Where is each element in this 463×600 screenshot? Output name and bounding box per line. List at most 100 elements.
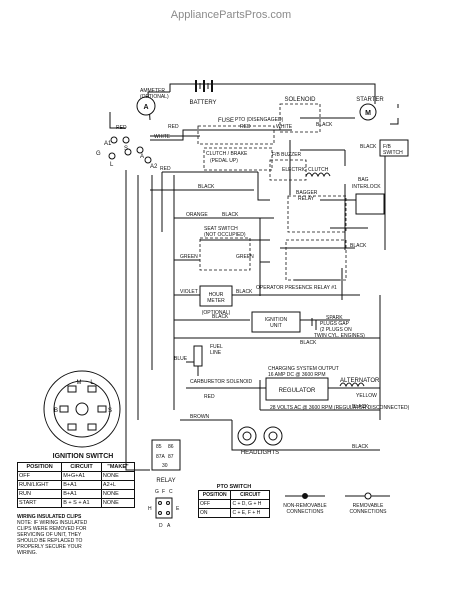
ign-table-header-1: CIRCUIT: [61, 462, 102, 472]
table-row: START B + S + A1 NONE: [16, 498, 136, 508]
label-unit: UNIT: [270, 323, 282, 329]
table-cell: RUN: [16, 489, 63, 499]
fuel-solenoid-icon: [193, 345, 203, 376]
label-volts-note: 28 VOLTS AC @ 3600 RPM (REGULATOR DISCON…: [270, 405, 410, 411]
relay-icon: [151, 439, 181, 471]
label-clutch-brake-sub: (PEDAL UP): [210, 158, 238, 164]
starter-motor-icon: [359, 103, 377, 121]
table-cell: C + E, F + H: [230, 508, 270, 518]
label-charging-note-2: 16 AMP DC @ 3600 RPM: [268, 372, 326, 378]
wire-black-5: BLACK: [350, 243, 367, 249]
wire-blue-1: BLUE: [174, 356, 188, 362]
label-bag: BAG: [358, 177, 369, 183]
label-meter: METER: [207, 298, 225, 304]
legend-non-removable: NON-REMOVABLE: [283, 503, 327, 509]
wire-black-6: BLACK: [236, 289, 253, 295]
electric-clutch-icon: [305, 172, 331, 178]
pto-term-h: H: [148, 506, 152, 512]
pto-table-header-1: CIRCUIT: [230, 490, 270, 500]
wiring-note-line: CLIPS WERE REMOVED FOR: [17, 526, 87, 532]
pto-term-e: E: [176, 506, 180, 512]
operator-relay-box: [285, 239, 347, 281]
label-fuse: FUSE: [218, 118, 234, 124]
fb-switch-box: [379, 139, 409, 157]
table-cell: OFF: [16, 471, 63, 481]
label-line: LINE: [210, 350, 222, 356]
legend-symbols: [285, 492, 390, 500]
wiring-note: WIRING INSULATED CLIPS NOTE: IF WIRING I…: [17, 514, 147, 556]
pto-term-c: C: [169, 489, 173, 495]
relay-label: RELAY: [156, 478, 175, 484]
wire-orange-1: ORANGE: [186, 212, 208, 218]
label-battery: BATTERY: [189, 100, 216, 106]
ignition-unit-box: [251, 311, 301, 333]
bag-interlock-box: [355, 193, 385, 215]
wire-red-3: RED: [240, 124, 251, 130]
table-row: RUN B+A1 NONE: [16, 489, 136, 499]
label-operator-relay: OPERATOR PRESENCE RELAY #1: [256, 285, 337, 291]
pto-term-d: D: [159, 523, 163, 529]
wiring-note-line: SERVICING OF UNIT, THEY: [17, 532, 82, 538]
label-hour-optional: (OPTIONAL): [202, 310, 231, 316]
label-seat-switch: SEAT SWITCH: [204, 226, 238, 232]
wire-red-4: RED: [160, 166, 171, 172]
label-ammeter-optional: (OPTIONAL): [140, 94, 169, 100]
table-row: RUN/LIGHT B+A1 A2+L: [16, 480, 136, 490]
label-headlights: HEADLIGHTS: [241, 450, 279, 456]
term-l: L: [110, 162, 114, 168]
label-twin-cyl: TWIN CYL. ENGINES): [314, 333, 365, 339]
wiring-note-title: WIRING INSULATED CLIPS: [17, 514, 82, 520]
wire-green-2: GREEN: [236, 254, 254, 260]
label-fb-switch: F/B: [383, 144, 391, 150]
label-plugs-gap: PLUGS GAP: [320, 321, 350, 327]
legend-removable: REMOVABLE: [353, 503, 384, 509]
label-bagger: BAGGER: [296, 190, 318, 196]
table-cell: NONE: [100, 489, 136, 499]
label-ignition-switch: IGNITION SWITCH: [53, 453, 114, 460]
pto-table-header-0: POSITION: [197, 490, 232, 500]
ignition-switch-icon: [43, 370, 121, 448]
label-seat-switch-2: (NOT OCCUPIED): [204, 232, 246, 238]
table-cell: M+G+A1: [61, 471, 102, 481]
label-relay: RELAY: [298, 196, 315, 202]
relay-term-86: 86: [168, 444, 174, 450]
pto-switch-box: [197, 125, 275, 145]
ign-term-b: B: [54, 408, 58, 414]
wire-red-2: RED: [168, 124, 179, 130]
pto-term-a: A: [167, 523, 171, 529]
wiring-note-line: SHOULD BE REPLACED TO: [17, 538, 83, 544]
hour-meter-box: [199, 285, 233, 307]
ign-table-header-0: POSITION: [16, 462, 63, 472]
term-g: G: [96, 151, 101, 157]
ammeter-icon: [136, 96, 156, 116]
table-row: OFF C + D, G + H: [197, 499, 270, 509]
buzzer-box: [269, 159, 307, 181]
label-pto: PTO (DISENGAGED): [235, 117, 284, 123]
pto-table-title: PTO SWITCH: [216, 484, 252, 490]
table-cell: ON: [197, 508, 232, 518]
wiring-note-line: WIRING.: [17, 550, 37, 556]
wiring-note-line: NOTE: IF WIRING INSULATED: [17, 520, 88, 526]
label-spark: SPARK: [326, 315, 343, 321]
battery-icon: [195, 80, 213, 92]
wire-green-1: GREEN: [180, 254, 198, 260]
regulator-box: [265, 377, 329, 401]
ignition-switch-connector: [108, 136, 152, 164]
wire-white-2: WHITE: [276, 124, 293, 130]
bagger-relay-box: [287, 195, 347, 233]
table-cell: B+A1: [61, 489, 102, 499]
solenoid-box: [279, 103, 321, 133]
label-solenoid: SOLENOID: [284, 97, 316, 103]
wiring-note-line: PROPERLY SECURE YOUR: [17, 544, 82, 550]
table-row: ON C + E, F + H: [197, 508, 270, 518]
relay-term-87: 87: [168, 454, 174, 460]
wire-black-9: BLACK: [352, 444, 369, 450]
label-ammeter: AMMETER: [140, 88, 165, 94]
spark-plug-icon: [311, 318, 317, 330]
wire-black-8: BLACK: [300, 340, 317, 346]
wire-black-7: BLACK: [212, 314, 229, 320]
relay-term-87a: 87A: [156, 454, 166, 460]
wire-white-1: WHITE: [154, 134, 171, 140]
label-alternator: ALTERNATOR: [340, 378, 380, 384]
label-ignition: IGNITION: [265, 317, 288, 323]
